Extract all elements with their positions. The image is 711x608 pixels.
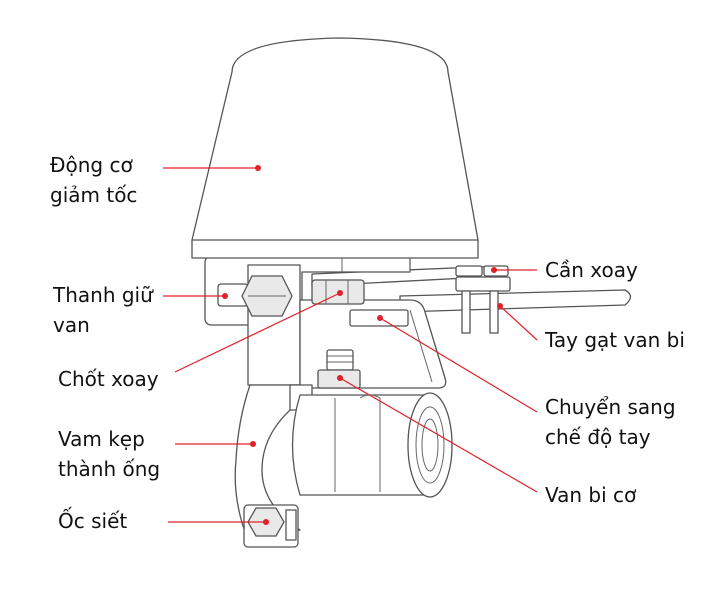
label-manual-line2: chế độ tay bbox=[545, 425, 651, 449]
leader-pivot-pin bbox=[174, 292, 341, 373]
label-clamp-line2: thành ống bbox=[58, 457, 161, 481]
leader-handle bbox=[499, 305, 538, 341]
label-clamp-line1: Vam kẹp bbox=[58, 427, 145, 451]
label-lever: Cần xoay bbox=[545, 258, 638, 282]
label-ball-valve: Van bi cơ bbox=[545, 483, 637, 507]
label-manual-line1: Chuyển sang bbox=[545, 395, 676, 419]
label-holder-line1: Thanh giữ bbox=[53, 283, 153, 307]
label-pivot-pin: Chốt xoay bbox=[58, 367, 159, 391]
valve-handle bbox=[399, 289, 632, 313]
label-handle: Tay gạt van bi bbox=[545, 328, 685, 352]
leader-lines bbox=[163, 165, 538, 525]
label-motor: Động cơ giảm tốc bbox=[50, 150, 137, 210]
label-holder-line2: van bbox=[53, 313, 90, 337]
motor-housing bbox=[191, 37, 479, 272]
label-motor-line2: giảm tốc bbox=[50, 183, 138, 207]
label-holder: Thanh giữ van bbox=[53, 280, 153, 340]
label-clamp: Vam kẹp thành ống bbox=[58, 424, 160, 484]
label-manual: Chuyển sang chế độ tay bbox=[545, 392, 676, 452]
leader-manual bbox=[379, 317, 538, 413]
ball-valve-body bbox=[291, 392, 453, 498]
holder-bolt bbox=[217, 275, 293, 317]
leader-ball-valve bbox=[339, 377, 538, 493]
label-motor-line1: Động cơ bbox=[50, 153, 133, 177]
label-screw: Ốc siết bbox=[58, 509, 128, 533]
clamp-screw bbox=[243, 504, 299, 548]
